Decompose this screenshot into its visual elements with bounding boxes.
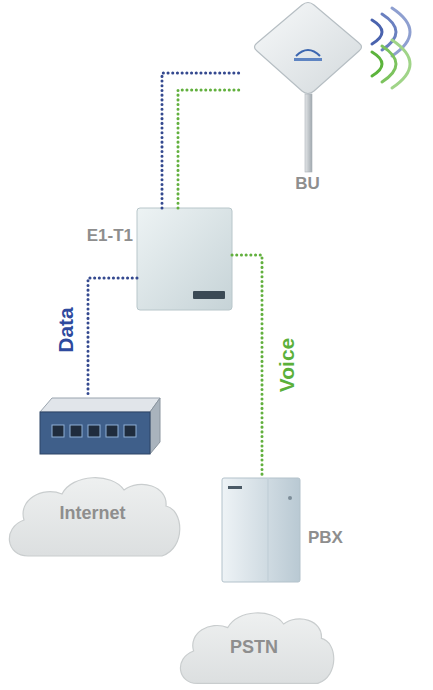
router-front bbox=[40, 412, 150, 454]
radio-wave bbox=[372, 52, 382, 76]
device-body bbox=[137, 208, 232, 310]
antenna-node: BU bbox=[240, 0, 375, 200]
antenna-pole bbox=[305, 94, 312, 172]
dotted-link bbox=[232, 255, 262, 478]
router-port bbox=[52, 425, 64, 437]
antenna-panel bbox=[255, 3, 362, 94]
node-label: BU bbox=[240, 174, 375, 194]
router-port bbox=[106, 425, 118, 437]
device-node: E1-T1 bbox=[137, 208, 232, 310]
pbx-panel-line bbox=[267, 478, 269, 582]
radio-wave bbox=[392, 40, 410, 88]
router-port bbox=[70, 425, 82, 437]
node-label: PSTN bbox=[175, 637, 333, 658]
radio-wave bbox=[382, 46, 396, 82]
node-label: PBX bbox=[308, 528, 358, 548]
device-badge bbox=[193, 291, 225, 299]
radio-wave bbox=[382, 14, 396, 50]
radio-waves bbox=[372, 8, 410, 88]
pbx-body bbox=[222, 478, 300, 582]
cloud-node: PSTN bbox=[175, 608, 333, 684]
antenna-logo bbox=[296, 50, 320, 56]
dotted-link bbox=[88, 278, 137, 395]
router-port bbox=[124, 425, 136, 437]
router-top bbox=[40, 398, 160, 412]
router-port bbox=[88, 425, 100, 437]
link-label: Voice bbox=[275, 338, 299, 392]
antenna-logo-bar bbox=[294, 58, 322, 61]
dotted-link bbox=[178, 90, 240, 208]
node-label: E1-T1 bbox=[79, 226, 133, 246]
pbx-indicator bbox=[288, 496, 292, 500]
dotted-link bbox=[162, 73, 240, 208]
router-side bbox=[150, 398, 160, 454]
e1-t1-device bbox=[137, 208, 232, 310]
radio-wave bbox=[372, 20, 382, 44]
router-illustration bbox=[40, 398, 160, 454]
antenna-illustration bbox=[255, 3, 362, 173]
link-label: Data bbox=[54, 307, 78, 353]
pbx-node: PBX bbox=[222, 478, 300, 582]
node-label: Internet bbox=[5, 503, 180, 524]
pbx-badge bbox=[228, 486, 242, 489]
pbx-device bbox=[222, 478, 300, 582]
cloud-node: Internet bbox=[5, 395, 180, 557]
